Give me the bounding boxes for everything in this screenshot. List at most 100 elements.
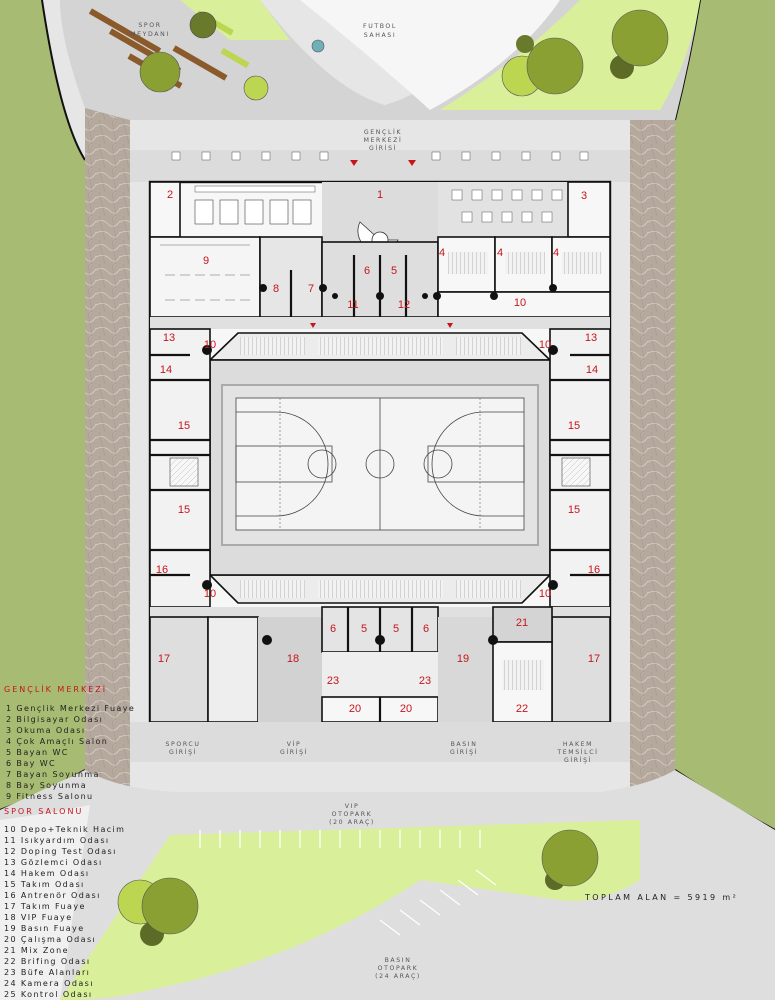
room-23-buffet: [322, 652, 438, 697]
marble-strip-right: [630, 108, 675, 798]
legend-item: 3 Okuma Odası: [6, 726, 86, 735]
svg-text:(24 ARAÇ): (24 ARAÇ): [375, 973, 421, 980]
legend-item: 4 Çok Amaçlı Salon: [6, 737, 108, 746]
room-number: 4: [439, 247, 445, 259]
room-19-press: [438, 617, 493, 722]
legend-item: 24 Kamera Odası: [4, 979, 94, 988]
label-vip-girisi: VİP GİRİŞİ: [280, 739, 307, 756]
room-number: 9: [203, 255, 209, 267]
label-futbol-sahasi: FUTBOL SAHASI: [363, 23, 397, 39]
svg-text:(20 ARAÇ): (20 ARAÇ): [329, 819, 375, 826]
room-number: 22: [516, 703, 528, 715]
top-lawn-left-strip: [180, 0, 290, 40]
room-numbers: 1 2 3 4 4 4 5 6 7 8 9 10 10 10 10 10 11 …: [156, 189, 600, 715]
football-field-lawn: [300, 0, 560, 110]
room-number: 5: [393, 623, 399, 635]
room-9-fitness: [149, 236, 261, 318]
room-number: 10: [204, 588, 216, 600]
room-number: 1: [377, 189, 383, 201]
stairs-wings: [169, 457, 591, 487]
legend-item: 11 Isıkyardım Odası: [4, 836, 110, 845]
svg-text:MERKEZİ: MERKEZİ: [364, 135, 403, 144]
room-number: 17: [158, 653, 170, 665]
tribune-south-seats-a: [240, 580, 305, 598]
room-number: 4: [497, 247, 503, 259]
svg-text:SAHASI: SAHASI: [364, 32, 397, 39]
room-number: 10: [539, 339, 551, 351]
room-17-east: [551, 616, 611, 723]
svg-text:VİP: VİP: [287, 739, 302, 748]
auditorium-chairs: [448, 252, 602, 274]
svg-text:GİRİŞİ: GİRİŞİ: [450, 747, 478, 756]
room-10-top: [437, 291, 611, 318]
label-vip-otopark: VIP OTOPARK (20 ARAÇ): [329, 803, 375, 826]
legend-item: 16 Antrenör Odası: [4, 891, 101, 900]
room-number: 20: [349, 703, 361, 715]
room-number: 5: [391, 265, 397, 277]
legend-item: 9 Fitness Salonu: [6, 792, 94, 801]
room-number: 16: [156, 564, 168, 576]
bottom-lawn-left: [0, 805, 90, 1000]
room-number: 14: [586, 364, 598, 376]
svg-text:HAKEM: HAKEM: [563, 741, 593, 748]
legend-item: 8 Bay Soyunma: [6, 781, 87, 790]
tribune-north-seats-c: [456, 337, 521, 355]
legend-item: 15 Takım Odası: [4, 880, 85, 889]
legend: GENÇLİK MERKEZİ 1 Gençlik Merkezi Fuaye …: [4, 684, 135, 999]
grass-right: [675, 0, 775, 830]
trees-bottom: [117, 829, 599, 946]
svg-text:OTOPARK: OTOPARK: [378, 965, 419, 972]
entrance-terrace-top: [130, 150, 630, 182]
legend-item: 21 Mix Zone: [4, 946, 69, 955]
parking-lines-vip: [199, 830, 481, 848]
svg-text:GİRİŞİ: GİRİŞİ: [369, 143, 397, 152]
wing-west-walls: [150, 353, 210, 577]
entrance-terrace-south: [130, 722, 630, 762]
legend-title-spor: SPOR SALONU: [4, 807, 83, 816]
legend-item: 2 Bilgisayar Odası: [6, 715, 103, 724]
site-edge-left: [41, 0, 86, 161]
room-number: 20: [400, 703, 412, 715]
svg-text:SPOR: SPOR: [138, 22, 161, 29]
svg-text:VIP: VIP: [345, 803, 360, 810]
legend-item: 6 Bay WC: [6, 759, 56, 768]
room-2: [149, 181, 181, 238]
room-number: 14: [160, 364, 172, 376]
room-number: 6: [423, 623, 429, 635]
svg-text:SPORCU: SPORCU: [166, 741, 201, 748]
room-number: 15: [568, 420, 580, 432]
legend-title-genclik: GENÇLİK MERKEZİ: [4, 684, 107, 694]
foyer-seating: [194, 185, 563, 223]
label-genclik-girisi: GENÇLİK MERKEZİ GİRİŞİ: [364, 127, 403, 152]
room-number: 16: [588, 564, 600, 576]
legend-item: 22 Brifing Odası: [4, 957, 91, 966]
room-number: 2: [167, 189, 173, 201]
svg-text:GİRİŞİ: GİRİŞİ: [169, 747, 197, 756]
briefing-seats: [502, 660, 544, 690]
svg-text:TEMSİLCİ: TEMSİLCİ: [556, 747, 598, 756]
label-basin-otopark: BASIN OTOPARK (24 ARAÇ): [375, 957, 421, 980]
room-number: 21: [516, 617, 528, 629]
room-number: 5: [361, 623, 367, 635]
room-number: 11: [347, 299, 358, 311]
room-number: 12: [398, 299, 410, 311]
room-number: 15: [178, 420, 190, 432]
room-number: 13: [163, 332, 175, 344]
marble-strip-left: [85, 108, 130, 798]
room-number: 8: [273, 283, 279, 295]
svg-text:BASIN: BASIN: [385, 957, 412, 964]
room-number: 6: [330, 623, 336, 635]
legend-item: 25 Kontrol Odası: [4, 990, 93, 999]
svg-text:GENÇLİK: GENÇLİK: [364, 127, 402, 136]
room-number: 10: [539, 588, 551, 600]
room-17-west: [149, 616, 209, 723]
room-18-vip: [258, 617, 322, 722]
legend-item: 10 Depo+Teknik Hacim: [4, 825, 125, 834]
bottom-lawn: [60, 820, 640, 1000]
basketball-court: [235, 397, 525, 531]
legend-item: 1 Gençlik Merkezi Fuaye: [6, 704, 135, 713]
columns: [202, 284, 558, 645]
parking-lines-press: [379, 869, 497, 936]
svg-text:FUTBOL: FUTBOL: [363, 23, 397, 30]
room-number: 23: [327, 675, 339, 687]
